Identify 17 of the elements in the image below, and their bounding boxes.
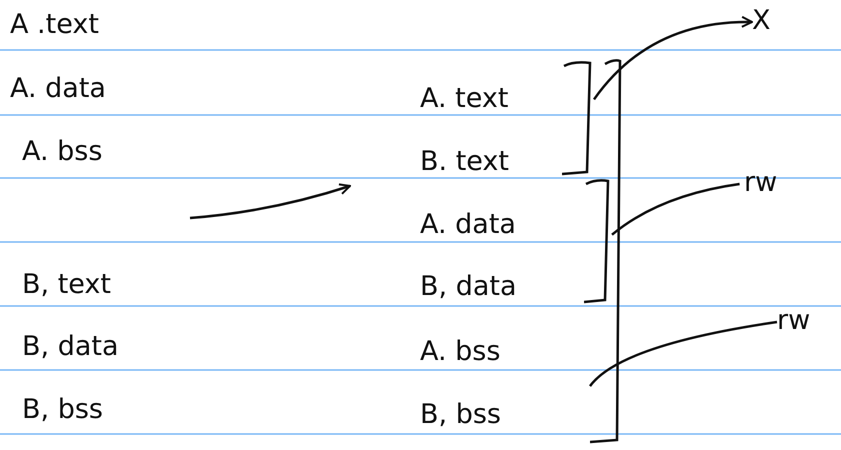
section-label: A. text [420, 82, 508, 116]
section-label: B, data [22, 330, 119, 364]
section-label: A. bss [22, 135, 102, 169]
section-label: A. data [420, 208, 516, 242]
section-label: A. data [10, 72, 106, 106]
section-label: A .text [10, 8, 99, 42]
leader-line [589, 320, 778, 387]
section-label: B. text [420, 145, 509, 179]
annotation-label: X [752, 5, 770, 36]
section-label: B, bss [22, 393, 103, 427]
annotation-label: rw [777, 305, 810, 336]
section-label: B, text [22, 268, 111, 302]
leader-line [611, 182, 740, 236]
section-label: B, data [420, 270, 517, 304]
section-label: B, bss [420, 398, 501, 432]
leader-line [593, 16, 753, 100]
section-label: A. bss [420, 335, 500, 369]
